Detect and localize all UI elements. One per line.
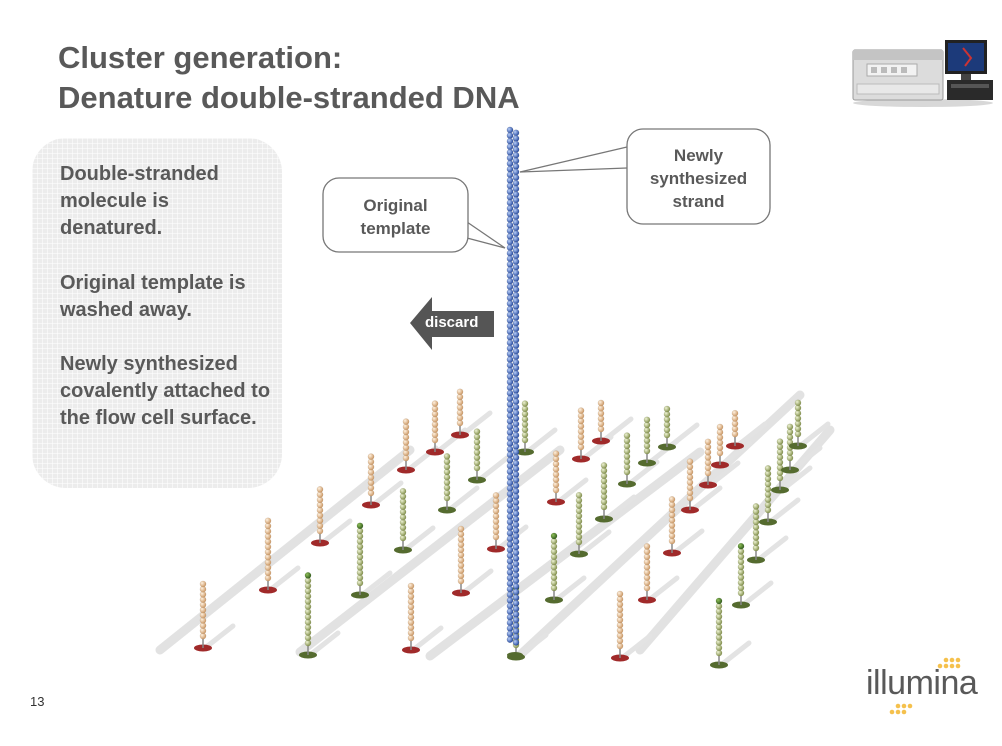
callout-newly-synthesized	[519, 128, 771, 225]
dna-stalk	[452, 525, 494, 597]
dna-stalk	[781, 423, 823, 474]
dna-stalk	[438, 453, 480, 514]
illumina-logo: illumina	[866, 664, 978, 702]
callout-original-template-text: Original template	[323, 194, 468, 240]
callout-newly-line-2: synthesized	[649, 169, 748, 188]
callout-original-line-2: template	[360, 219, 431, 238]
dna-stalk	[487, 492, 529, 553]
dna-stalk	[759, 465, 801, 526]
title-line-2: Denature double-stranded DNA	[58, 80, 520, 115]
note-washed-away: Original template is washed away.	[60, 272, 246, 321]
note-denatured: Double-stranded molecule is denatured.	[60, 163, 219, 239]
dna-stalk	[789, 399, 831, 450]
dna-stalk	[397, 418, 439, 474]
dna-stalk	[259, 517, 301, 594]
dna-stalk	[638, 543, 680, 604]
dna-strand-stalks	[194, 388, 831, 669]
dna-stalk	[570, 491, 612, 558]
dna-stalk	[711, 423, 753, 469]
dna-stalk	[362, 453, 404, 509]
dna-stalk	[545, 532, 587, 604]
sequencer-instrument-image	[852, 40, 993, 107]
dna-stalk	[402, 582, 444, 654]
dna-stalk	[658, 405, 700, 451]
discard-arrow-icon	[410, 297, 494, 350]
title-line-1: Cluster generation:	[58, 40, 343, 75]
page-number: 13	[30, 694, 45, 709]
notes-panel	[32, 138, 282, 488]
dna-stalk	[394, 487, 436, 554]
dna-stalk	[699, 438, 741, 489]
discard-label: discard	[425, 314, 479, 331]
dna-stalk	[592, 399, 634, 445]
dna-stalk	[351, 522, 393, 599]
dna-stalk	[638, 416, 680, 467]
dna-stalk	[726, 409, 768, 450]
dna-stalk	[710, 597, 752, 669]
callout-newly-line-3: strand	[672, 192, 725, 211]
dna-stalk	[468, 428, 510, 484]
dna-stalk	[547, 450, 589, 506]
dna-stalk	[747, 503, 789, 564]
callout-original-template	[322, 177, 506, 253]
callout-newly-line-1: Newly	[673, 146, 724, 165]
dna-stalk	[516, 400, 558, 456]
callout-newly-synthesized-text: Newly synthesized strand	[627, 144, 770, 213]
dna-stalk	[572, 407, 614, 463]
note-attached: Newly synthesized covalently attached to…	[60, 353, 271, 429]
dna-stalk	[194, 580, 236, 652]
dna-stalk	[595, 462, 637, 523]
dna-stalk	[771, 438, 813, 494]
callout-original-line-1: Original	[363, 196, 428, 215]
slide-title: Cluster generation: Denature double-stra…	[58, 38, 520, 118]
dna-stalk	[451, 388, 493, 439]
dna-stalk	[663, 496, 705, 557]
dna-stalk	[299, 572, 341, 659]
dna-stalk	[732, 542, 774, 609]
dna-stalk	[681, 458, 723, 514]
denatured-strand	[506, 126, 523, 658]
illumina-logo-dots-icon	[889, 657, 961, 715]
dna-stalk	[311, 486, 353, 547]
dna-stalk	[618, 432, 660, 488]
dna-stalk	[611, 590, 653, 662]
